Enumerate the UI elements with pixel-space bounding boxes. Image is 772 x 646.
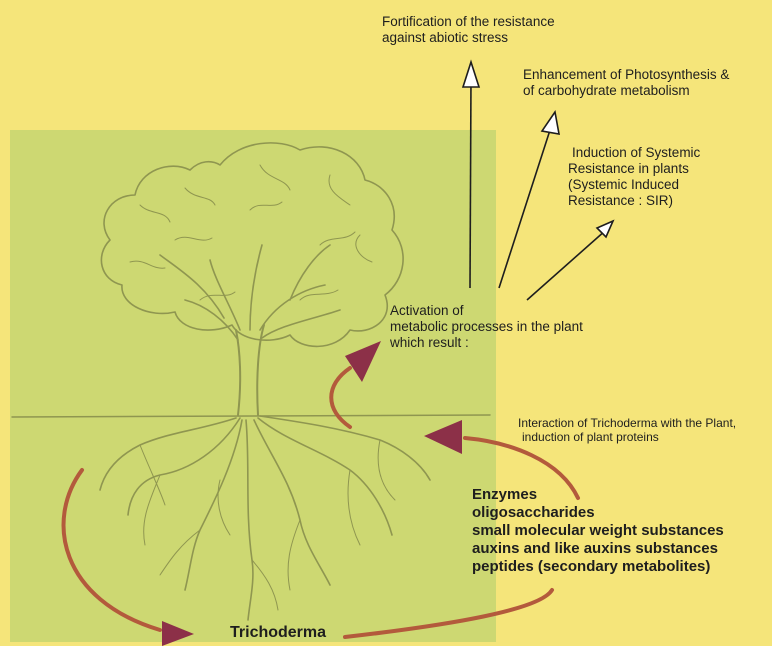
substances-list: Enzymes oligosaccharides small molecular… — [472, 486, 724, 575]
arrowhead-photosynthesis — [540, 109, 560, 135]
outcome-arrows — [461, 59, 615, 301]
arrowhead-to-trichoderma — [162, 621, 194, 646]
arrow-to-systemic-resistance — [526, 229, 607, 301]
interaction-arrows — [61, 366, 580, 639]
tree-illustration — [11, 142, 491, 621]
tree-panel — [10, 130, 496, 642]
outcome-photosynthesis: Enhancement of Photosynthesis & of carbo… — [523, 67, 730, 98]
arrow-to-photosynthesis — [498, 126, 552, 289]
interaction-label: Interaction of Trichoderma with the Plan… — [518, 416, 737, 444]
arrowhead-abiotic — [461, 59, 481, 88]
outcome-systemic-resistance: Induction of Systemic Resistance in plan… — [568, 145, 701, 208]
arrowhead-systemic — [595, 219, 615, 239]
curve-right-up — [463, 436, 580, 500]
curve-root-up — [329, 366, 352, 429]
curve-left-down — [61, 468, 162, 632]
arrow-to-abiotic-resistance — [469, 77, 472, 289]
curve-bottom-right — [343, 588, 554, 639]
arrowhead-to-roots — [424, 420, 462, 454]
outcome-abiotic-stress: Fortification of the resistance against … — [382, 14, 555, 45]
arrowhead-to-activation — [345, 341, 381, 382]
arrowheads — [162, 341, 462, 646]
trichoderma-label: Trichoderma — [230, 624, 327, 641]
activation-label: Activation of metabolic processes in the… — [390, 303, 583, 350]
